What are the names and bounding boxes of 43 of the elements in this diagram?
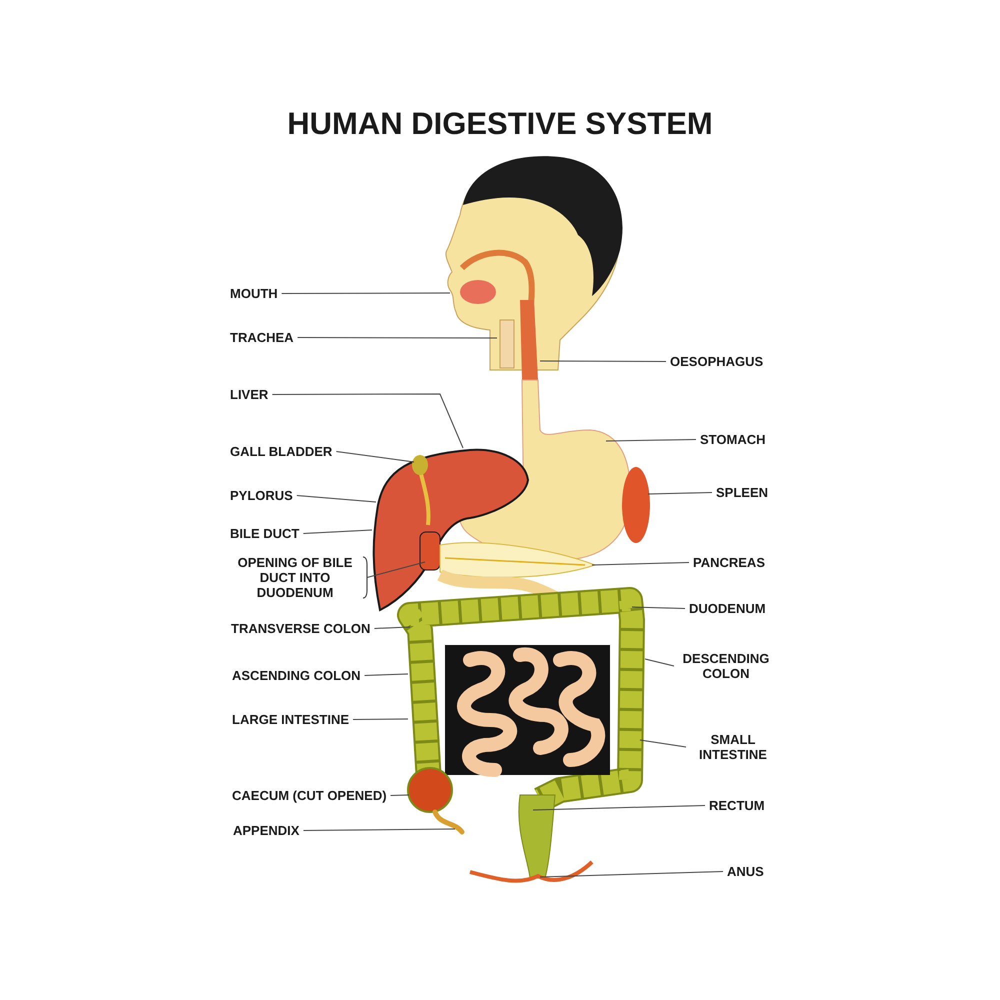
organ-label: MOUTH <box>230 286 278 301</box>
leader-line <box>336 451 414 462</box>
organ-label: DUODENUM <box>689 601 766 616</box>
leader-line <box>540 360 666 362</box>
organ-label: ASCENDING COLON <box>232 668 361 683</box>
leader-line <box>281 292 450 294</box>
organ-label: OPENING OF BILE DUCT INTO DUODENUM <box>230 555 360 600</box>
leader-line <box>366 562 426 578</box>
organ-label: PYLORUS <box>230 488 293 503</box>
organ-label: ANUS <box>727 864 764 879</box>
organ-label: TRANSVERSE COLON <box>231 621 370 636</box>
leader-line <box>632 606 686 609</box>
leader-line <box>352 718 408 720</box>
leader-line <box>648 492 712 494</box>
organ-label: APPENDIX <box>233 823 300 838</box>
leader-line <box>606 439 696 442</box>
organ-label: DESCENDING COLON <box>678 651 774 681</box>
leader-line <box>302 828 456 831</box>
leader-line <box>532 805 706 810</box>
organ-label: STOMACH <box>700 432 766 447</box>
leader-line <box>390 794 410 796</box>
organ-label: SPLEEN <box>716 485 768 500</box>
leader-line <box>640 740 686 748</box>
leader-line <box>296 495 376 502</box>
diagram-title: HUMAN DIGESTIVE SYSTEM <box>286 106 714 142</box>
leader-line <box>540 871 724 878</box>
leader-line <box>302 530 372 534</box>
leader-line <box>592 562 690 566</box>
leader-line <box>297 337 498 338</box>
organ-label: LIVER <box>230 387 268 402</box>
organ-label: GALL BLADDER <box>230 444 332 459</box>
organ-label: TRACHEA <box>230 330 294 345</box>
leader-line <box>644 658 674 666</box>
organ-label: BILE DUCT <box>230 526 300 541</box>
organ-label: SMALL INTESTINE <box>690 732 776 762</box>
leader-line <box>374 626 410 629</box>
organ-label: LARGE INTESTINE <box>232 712 350 727</box>
organ-label: RECTUM <box>709 798 765 813</box>
leader-line <box>272 394 464 448</box>
organ-label: CAECUM (CUT OPENED) <box>232 788 387 803</box>
organ-label: PANCREAS <box>693 555 765 570</box>
organ-label: OESOPHAGUS <box>670 354 764 369</box>
leader-line <box>364 674 408 676</box>
